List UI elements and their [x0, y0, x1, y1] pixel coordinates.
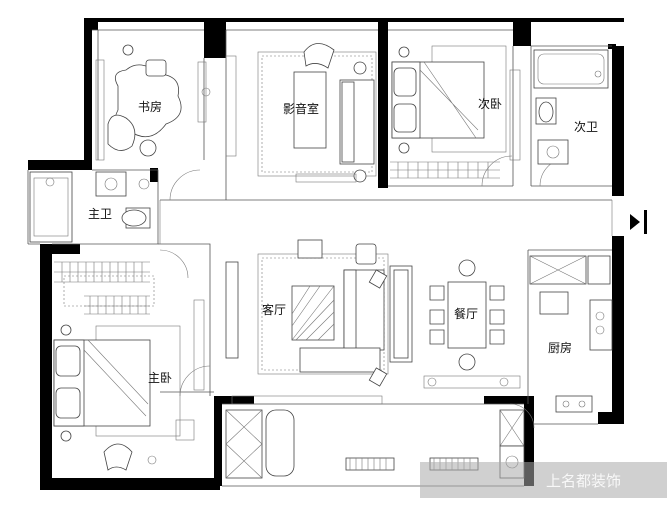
label-second-bath: 次卫: [574, 120, 598, 134]
label-second-bedroom: 次卧: [478, 97, 502, 111]
main-bath: [29, 171, 151, 243]
watermark-text: 上名都装饰: [546, 472, 621, 490]
watermark-bar: [420, 462, 667, 498]
theater-room: [225, 43, 377, 183]
kitchen-room: [529, 255, 613, 413]
label-theater: 影音室: [283, 101, 319, 116]
second-bedroom: [390, 45, 521, 179]
living-room: [225, 239, 413, 405]
label-main-bath: 主卫: [88, 207, 112, 221]
study-room: [95, 44, 211, 161]
label-master-bedroom: 主卧: [148, 371, 172, 385]
label-dining: 餐厅: [454, 306, 478, 321]
label-living: 客厅: [262, 302, 286, 317]
second-bath: [533, 49, 609, 165]
label-kitchen: 厨房: [548, 340, 572, 355]
dining-room: [423, 259, 521, 389]
master-bedroom: [53, 261, 205, 471]
walls: [28, 18, 624, 490]
label-study: 书房: [138, 99, 162, 114]
